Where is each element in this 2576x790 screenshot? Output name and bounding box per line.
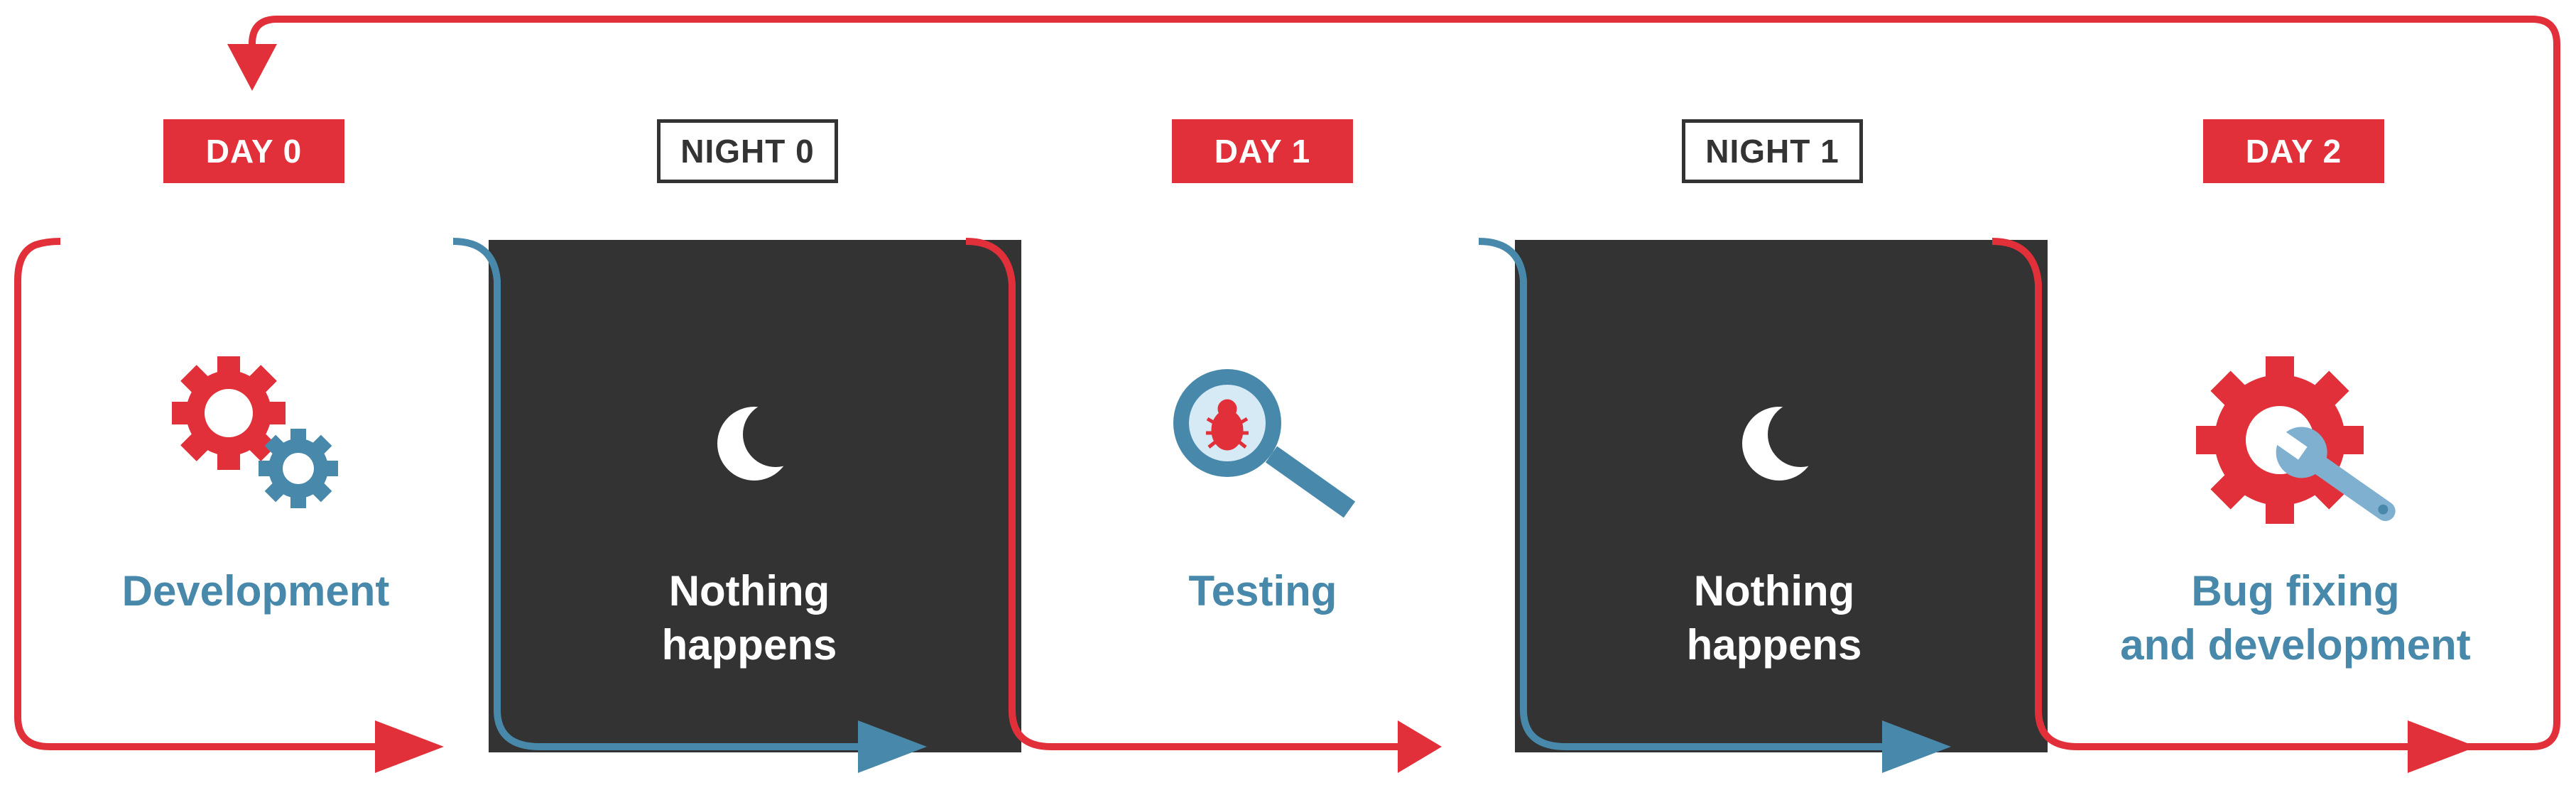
moon-icon	[717, 402, 808, 481]
night-1-arrowhead	[1882, 720, 1951, 773]
gears-icon	[172, 356, 338, 508]
caption-line-1: Nothing	[668, 567, 830, 615]
night-1-bracket	[1478, 238, 1903, 750]
gear-wrench-icon	[2196, 356, 2396, 524]
day-0-bracket	[14, 238, 398, 750]
night-1-panel	[1515, 240, 2048, 752]
stage-label-day-0: DAY 0	[163, 119, 344, 183]
stage-label-night-1: NIGHT 1	[1682, 119, 1863, 183]
loop-back-arrowhead	[227, 44, 277, 91]
stage-caption-night-1: Nothing happens	[1554, 564, 1994, 672]
night-0-panel	[489, 240, 1021, 752]
caption-line-2: and development	[2120, 621, 2471, 669]
stage-caption-development: Development	[36, 564, 476, 618]
day-1-arrowhead	[1398, 720, 1442, 773]
caption-line-2: happens	[1686, 621, 1862, 669]
loop-back-arrow	[249, 16, 2560, 750]
caption-line-2: happens	[661, 621, 837, 669]
stage-caption-bug-fixing: Bug fixing and development	[2075, 564, 2516, 672]
day-2-bracket	[1991, 238, 2443, 750]
caption-line-1: Bug fixing	[2191, 567, 2400, 615]
moon-icon	[1742, 402, 1833, 481]
night-0-arrowhead	[858, 720, 927, 773]
bug-magnifier-icon	[1173, 369, 1356, 518]
caption-line-1: Testing	[1188, 567, 1337, 615]
day-0-arrowhead	[375, 720, 444, 773]
stage-caption-night-0: Nothing happens	[529, 564, 969, 672]
caption-line-1: Nothing	[1693, 567, 1855, 615]
stage-label-day-1: DAY 1	[1172, 119, 1353, 183]
day-2-arrowhead	[2408, 720, 2477, 773]
stage-label-day-2: DAY 2	[2203, 119, 2384, 183]
caption-line-1: Development	[121, 567, 390, 615]
night-0-bracket	[452, 238, 881, 750]
day-1-bracket	[965, 238, 1420, 750]
stage-caption-testing: Testing	[1043, 564, 1483, 618]
stage-label-night-0: NIGHT 0	[657, 119, 838, 183]
